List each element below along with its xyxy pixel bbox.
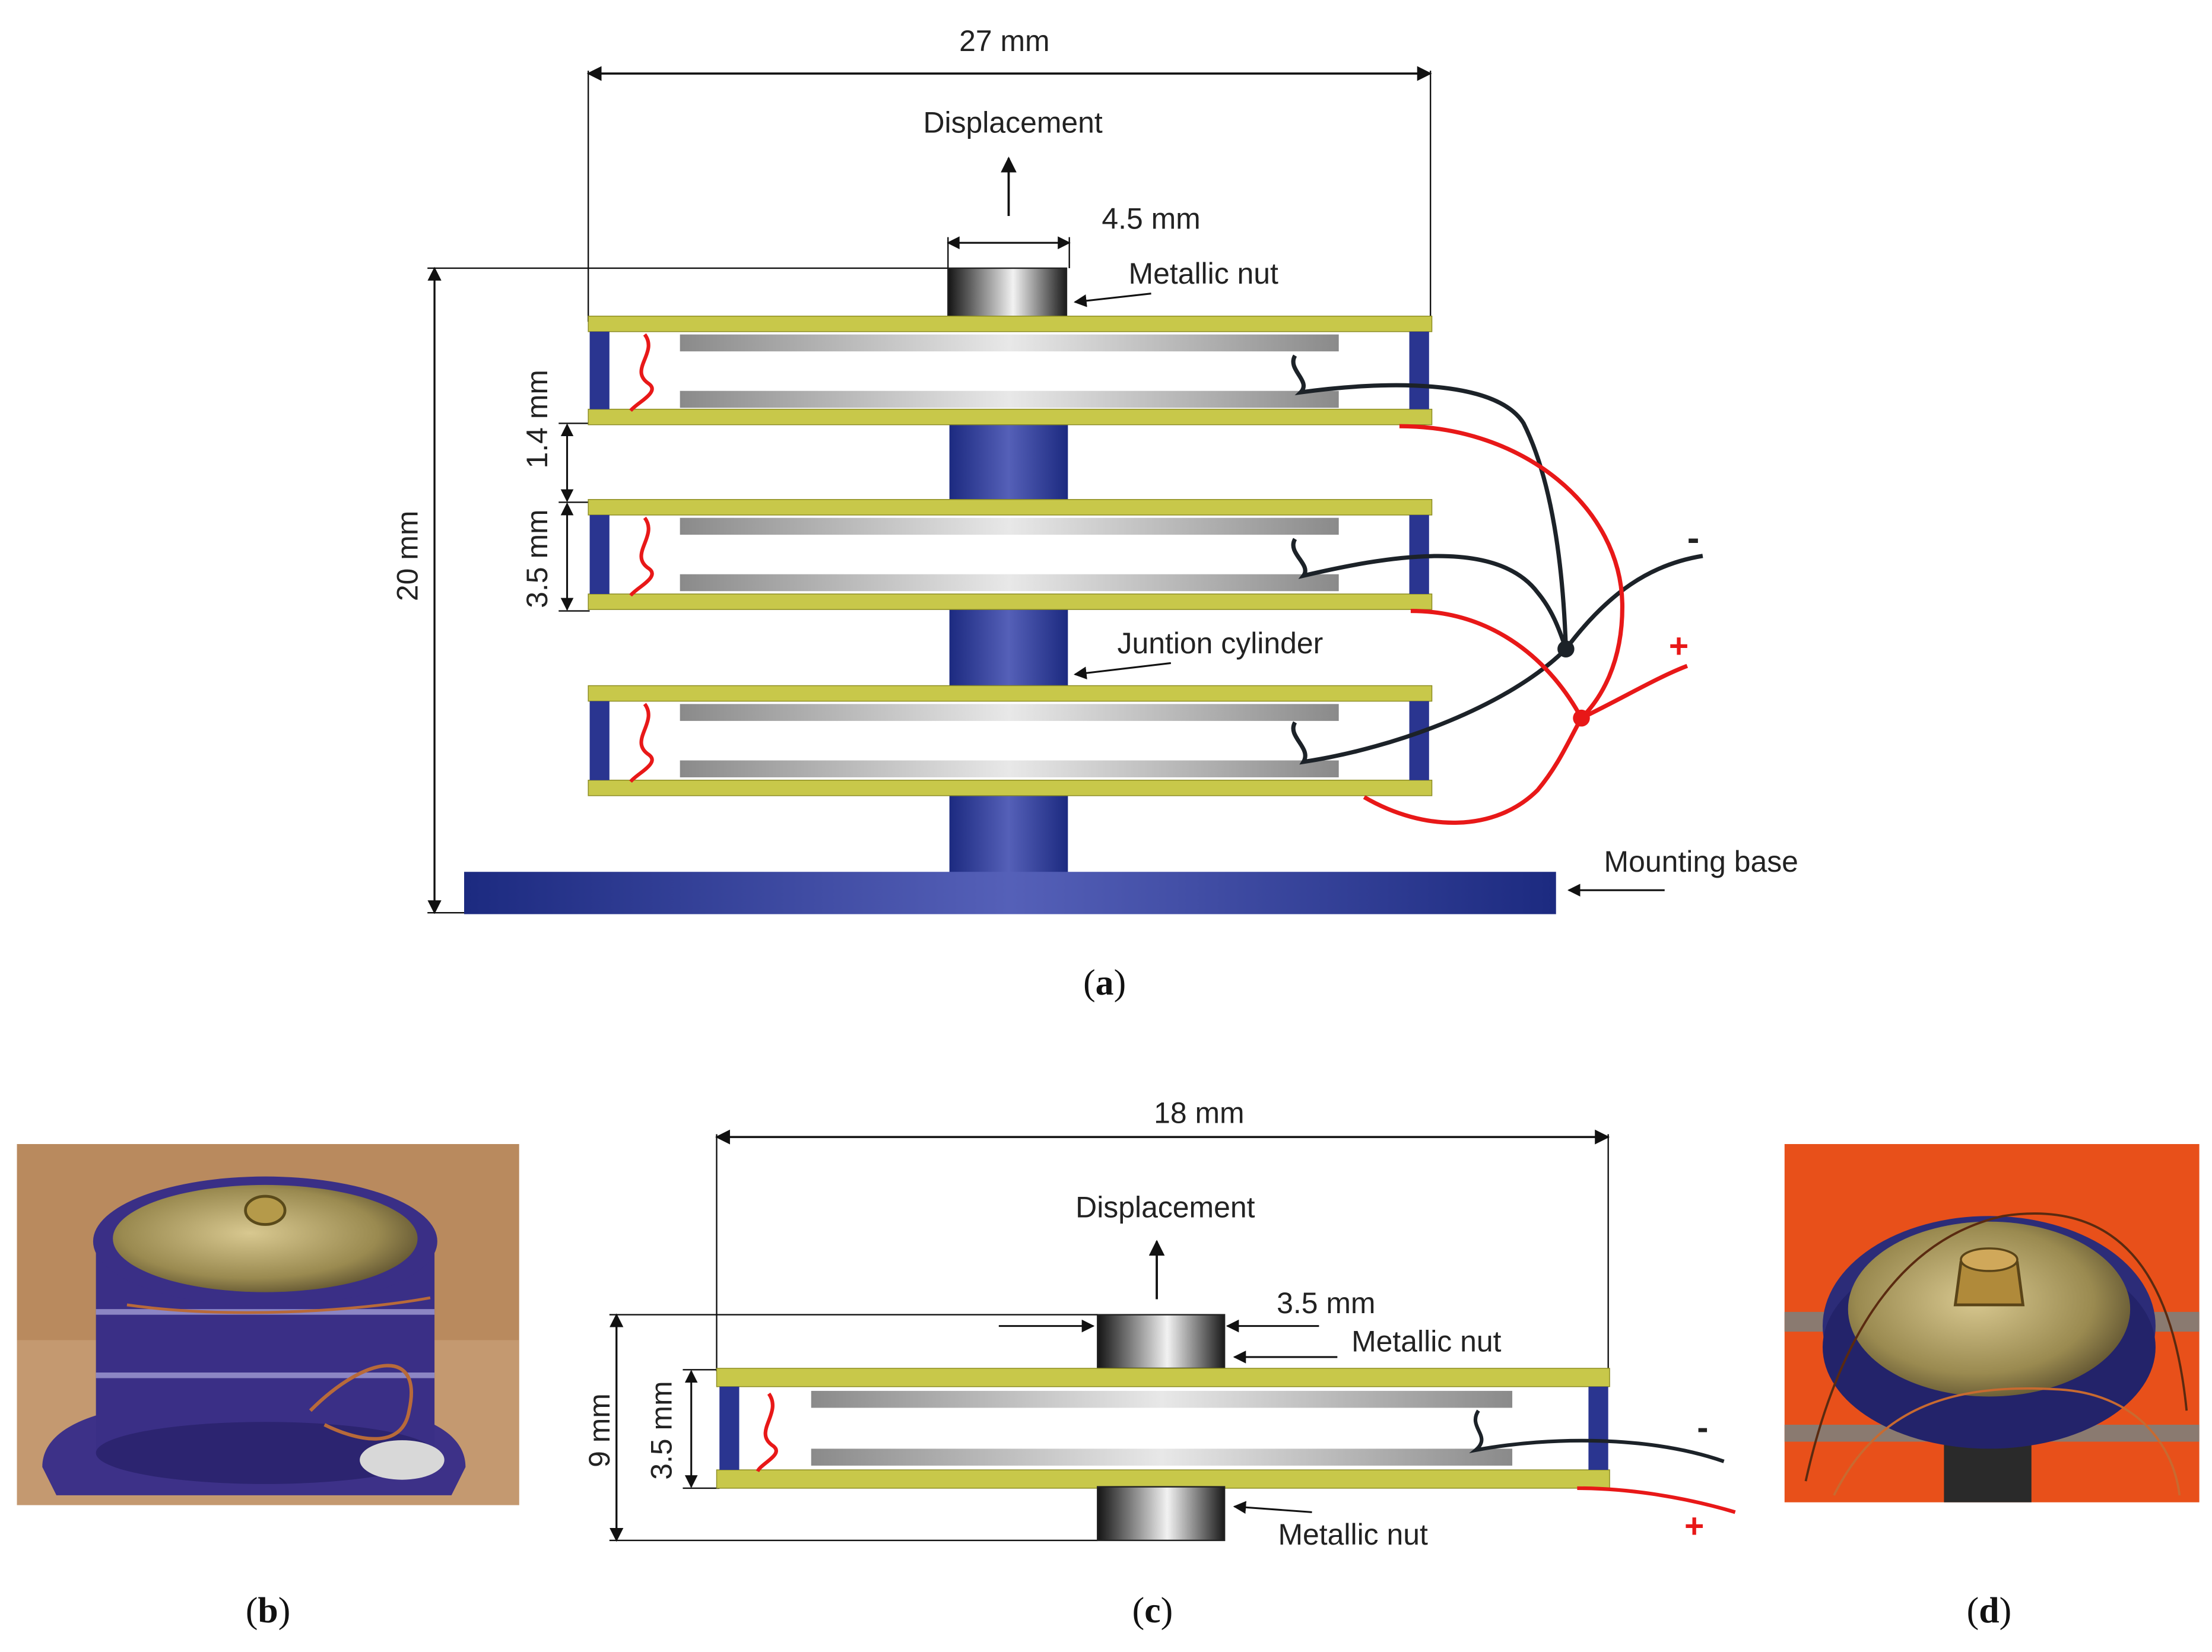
panel-a: 27 mm Displacement 4.5 mm Metallic nut 2… [391,24,1798,1003]
cell-3-top-plate [588,685,1433,702]
positive-wiring [1363,424,1689,825]
cell-1-red-lead [629,333,654,412]
width-dimension-label: 27 mm [959,24,1050,58]
photo-d-wires-2 [1833,1387,2181,1496]
cell-1-top-plate [588,316,1433,332]
cell-1 [588,316,1433,425]
photo-d-mount-block [1944,1438,2032,1502]
c-width-dimension-label: 18 mm [1154,1096,1245,1129]
photo-d-wires [1804,1212,2188,1482]
photo-b-top-disk [113,1184,418,1292]
panel-d-photo: (d) [1784,1143,2200,1631]
caption-b-letter: b [258,1590,278,1631]
cell-3-upper-disk [680,704,1339,721]
positive-wire-2 [1410,608,1583,719]
cell-3-spacer-right [1409,701,1429,780]
cell-1-bottom-plate [588,408,1433,425]
photo-b-nut [244,1194,287,1226]
metallic-nut [947,267,1068,320]
c-metallic-nut-bottom-label: Metallic nut [1278,1518,1428,1551]
metallic-nut-leader [1074,293,1151,307]
cell-2-spacer-left [589,514,610,594]
c-red-lead [756,1392,778,1473]
cell-2-top-plate [588,499,1433,516]
minus-sign: - [1687,517,1700,558]
c-metallic-nut-bottom [1097,1486,1226,1542]
negative-wire-3 [1291,647,1567,765]
c-metallic-nut-bottom-leader [1233,1501,1312,1514]
caption-c-letter: c [1144,1590,1160,1631]
c-positive-wire [1577,1486,1736,1514]
c-negative-wire [1469,1409,1725,1463]
negative-junction-dot [1557,640,1575,657]
cell-2 [588,499,1433,610]
cell-1-upper-disk [680,334,1339,352]
junction-cylinder-leader [1074,662,1172,679]
junction-cylinder-label: Juntion cylinder [1118,627,1324,660]
c-height-dimension-label: 9 mm [583,1393,616,1467]
plus-sign: + [1669,627,1689,665]
c-top-plate [716,1368,1610,1387]
panel-b-photo: (b) [17,1143,519,1631]
caption-c: (c) [1132,1590,1173,1631]
cell-dimension-label: 3.5 mm [521,509,554,608]
cell-2-red-lead [629,516,654,597]
cell-2-lower-disk [680,574,1339,592]
positive-wire-1 [1399,424,1625,720]
c-nut-dimension-label: 3.5 mm [1277,1286,1375,1320]
gap-dimension-label: 1.4 mm [521,370,554,468]
displacement-label: Displacement [923,106,1102,139]
c-bottom-plate [716,1469,1610,1489]
caption-b: (b) [246,1590,291,1631]
negative-wire-1 [1291,354,1568,649]
mounting-base [464,872,1556,914]
photo-d-nut-top [1960,1247,2019,1272]
mounting-base-label: Mounting base [1604,845,1798,878]
cell-3-lower-disk [680,760,1339,777]
cell-3-bottom-plate [588,780,1433,796]
nut-dimension-label: 4.5 mm [1102,202,1200,235]
cell-3-red-lead [629,703,654,783]
cell-1-lower-disk [680,390,1339,408]
positive-lead-out [1580,663,1689,720]
cell-3-spacer-left [589,701,610,780]
c-spacer-left [719,1386,740,1470]
cell-1-spacer-left [589,331,610,409]
caption-a-letter: a [1096,962,1114,1003]
positive-junction-dot [1573,709,1590,727]
negative-wiring [1291,354,1703,765]
junction-cylinder-3 [949,793,1068,875]
photo-b-wires-2 [126,1296,431,1314]
c-plus-sign: + [1684,1507,1704,1545]
photo-d-top-disk [1848,1221,2131,1397]
cell-1-spacer-right [1409,331,1429,409]
c-cell-dimension-label: 3.5 mm [645,1381,678,1479]
c-minus-sign: - [1697,1409,1708,1447]
c-spacer-right [1588,1386,1608,1470]
negative-wire-2 [1291,538,1568,650]
caption-d: (d) [1967,1590,2012,1631]
c-metallic-nut-top [1097,1314,1226,1370]
caption-d-letter: d [1979,1590,1999,1631]
c-displacement-label: Displacement [1075,1191,1255,1224]
panel-c: 18 mm Displacement 3.5 mm Metallic nut 9… [583,1096,1736,1631]
c-lower-disk [811,1448,1513,1466]
junction-cylinder-1 [949,423,1068,503]
negative-lead-out [1564,554,1703,650]
height-dimension-label: 20 mm [391,511,424,602]
caption-a: (a) [1083,962,1126,1003]
photo-b-wires [309,1364,413,1441]
cell-2-upper-disk [680,517,1339,535]
c-metallic-nut-top-label: Metallic nut [1351,1324,1502,1358]
cell-3 [588,685,1433,796]
c-upper-disk [811,1390,1513,1408]
metallic-nut-label: Metallic nut [1129,257,1279,290]
positive-wire-3 [1363,717,1583,825]
junction-cylinder-2 [949,606,1068,692]
photo-b-stack-bottom [96,1422,435,1484]
cell-2-bottom-plate [588,593,1433,610]
photo-b-connector [360,1440,445,1480]
